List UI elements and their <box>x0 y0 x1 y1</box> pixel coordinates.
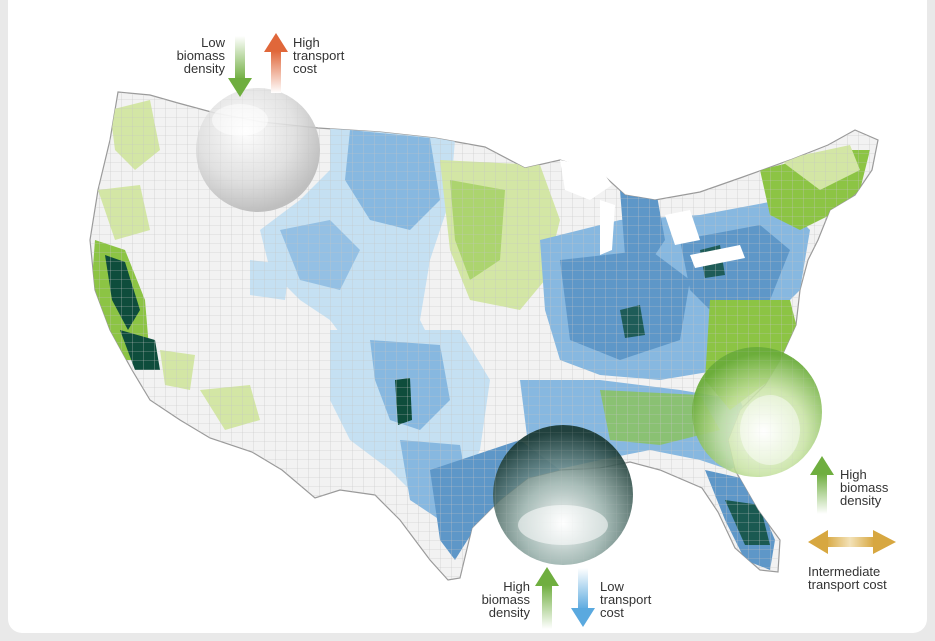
lake-superior <box>560 160 612 200</box>
legend-northwest-biomass: Low biomass density <box>140 36 225 75</box>
legend-gulf-transport: Low transport cost <box>600 580 690 619</box>
legend-northwest-transport: High transport cost <box>293 36 383 75</box>
sphere-northwest <box>196 88 320 212</box>
legend-text: cost <box>600 605 624 620</box>
down-arrow-blue-gulf <box>571 568 595 627</box>
legend-text: cost <box>293 61 317 76</box>
legend-text: transport <box>293 48 345 63</box>
sphere-southeast <box>692 347 822 477</box>
down-arrow-green-northwest <box>228 36 252 97</box>
lake-erie <box>690 245 745 268</box>
legend-text: transport cost <box>808 577 887 592</box>
legend-gulf-biomass: High biomass density <box>440 580 530 619</box>
legend-text: biomass <box>481 592 530 607</box>
up-arrow-green-gulf <box>535 567 559 629</box>
legend-text: density <box>183 61 225 76</box>
legend-text: density <box>840 493 882 508</box>
legend-text: Low <box>600 579 624 594</box>
legend-text: Intermediate <box>808 564 881 579</box>
legend-southeast-biomass: High biomass density <box>840 468 920 507</box>
legend-text: High <box>293 35 320 50</box>
lake-michigan <box>600 200 615 255</box>
legend-text: High <box>503 579 530 594</box>
lake-huron <box>665 210 700 245</box>
up-arrow-orange-northwest <box>264 33 288 93</box>
double-arrow-gold-southeast <box>808 530 896 554</box>
legend-text: Low <box>201 35 225 50</box>
legend-text: biomass <box>176 48 225 63</box>
legend-text: transport <box>600 592 652 607</box>
sphere-gulf <box>493 425 633 565</box>
legend-text: biomass <box>840 480 889 495</box>
legend-southeast-transport: Intermediate transport cost <box>808 565 923 591</box>
legend-text: High <box>840 467 867 482</box>
legend-text: density <box>488 605 530 620</box>
up-arrow-green-southeast <box>810 456 834 514</box>
